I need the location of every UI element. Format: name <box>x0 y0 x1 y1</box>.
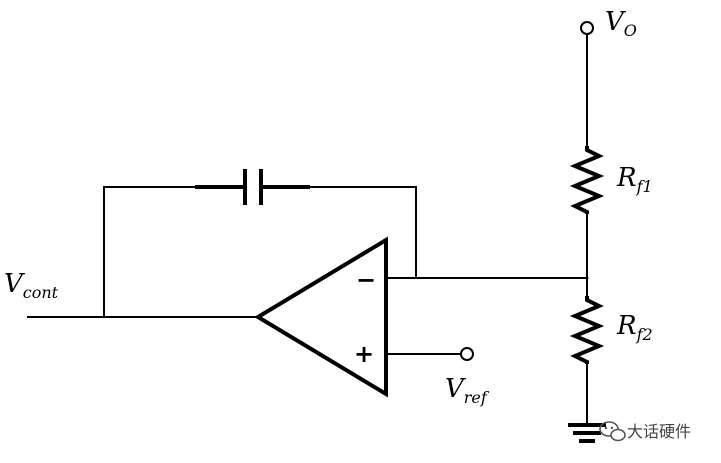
capacitor <box>243 169 263 205</box>
rf1-label: Rf1 <box>616 163 653 196</box>
vo-label: VO <box>605 7 637 40</box>
rf2-label: Rf2 <box>616 311 653 344</box>
watermark-text: 大话硬件 <box>627 422 691 441</box>
rf2-resistor <box>569 296 605 364</box>
watermark: 大话硬件 <box>599 421 691 442</box>
op-amp-minus-sign: − <box>356 266 376 294</box>
wechat-icon <box>599 421 626 442</box>
op-amp-body <box>254 236 388 398</box>
ground-symbol <box>568 423 606 443</box>
vo-terminal <box>580 21 594 35</box>
vref-terminal <box>460 347 474 361</box>
vcont-label: Vcont <box>4 269 59 302</box>
rf1-resistor <box>569 146 605 214</box>
junction-dot <box>585 276 589 280</box>
op-amp-plus-sign: + <box>354 340 374 368</box>
vref-label: Vref <box>445 374 490 407</box>
op-amp: − + <box>254 236 388 398</box>
